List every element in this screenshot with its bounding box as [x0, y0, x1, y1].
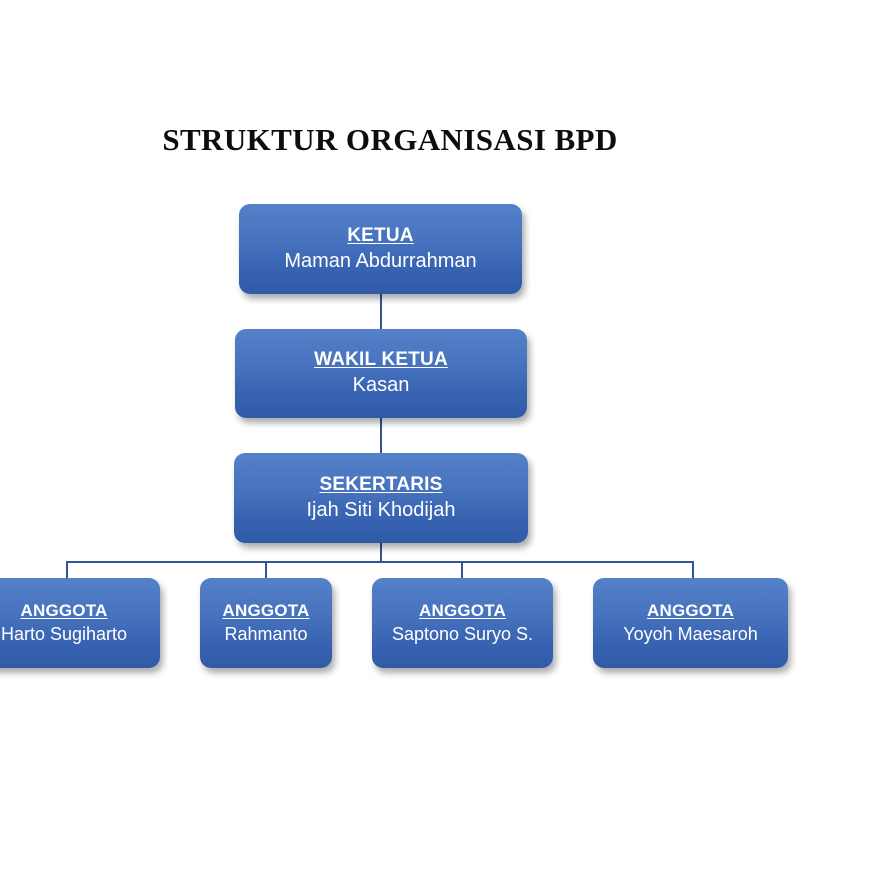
- node-person-label: Rahmanto: [224, 623, 308, 644]
- connector-drop-anggota-3: [461, 561, 463, 579]
- node-person-label: Ijah Siti Khodijah: [306, 498, 456, 521]
- connector-horizontal-bus: [66, 561, 693, 563]
- node-wakil-ketua[interactable]: WAKIL KETUA Kasan: [235, 329, 527, 418]
- node-anggota-3[interactable]: ANGGOTA Saptono Suryo S.: [372, 578, 553, 668]
- node-person-label: Kasan: [352, 374, 410, 397]
- node-role-label: ANGGOTA: [646, 601, 735, 621]
- node-role-label: SEKERTARIS: [319, 473, 443, 495]
- connector-drop-anggota-4: [692, 561, 694, 579]
- node-sekertaris[interactable]: SEKERTARIS Ijah Siti Khodijah: [234, 453, 528, 543]
- connector-drop-anggota-2: [265, 561, 267, 579]
- node-anggota-1[interactable]: ANGGOTA Harto Sugiharto: [0, 578, 160, 668]
- node-person-label: Maman Abdurrahman: [284, 249, 477, 272]
- node-role-label: KETUA: [347, 224, 414, 246]
- node-role-label: ANGGOTA: [418, 601, 507, 621]
- node-person-label: Saptono Suryo S.: [391, 623, 534, 644]
- node-person-label: Harto Sugiharto: [0, 623, 128, 644]
- connector-drop-anggota-1: [66, 561, 68, 579]
- connector-wakil-to-sekertaris: [380, 417, 382, 454]
- node-role-label: ANGGOTA: [20, 601, 108, 621]
- node-role-label: WAKIL KETUA: [314, 349, 448, 371]
- connector-ketua-to-wakil: [380, 294, 382, 330]
- connector-sekertaris-stem: [380, 542, 382, 562]
- node-role-label: ANGGOTA: [222, 601, 310, 621]
- page-title: STRUKTUR ORGANISASI BPD: [162, 122, 618, 157]
- node-anggota-4[interactable]: ANGGOTA Yoyoh Maesaroh: [593, 578, 788, 668]
- node-ketua[interactable]: KETUA Maman Abdurrahman: [239, 204, 522, 294]
- node-anggota-2[interactable]: ANGGOTA Rahmanto: [200, 578, 332, 668]
- node-person-label: Yoyoh Maesaroh: [623, 623, 758, 644]
